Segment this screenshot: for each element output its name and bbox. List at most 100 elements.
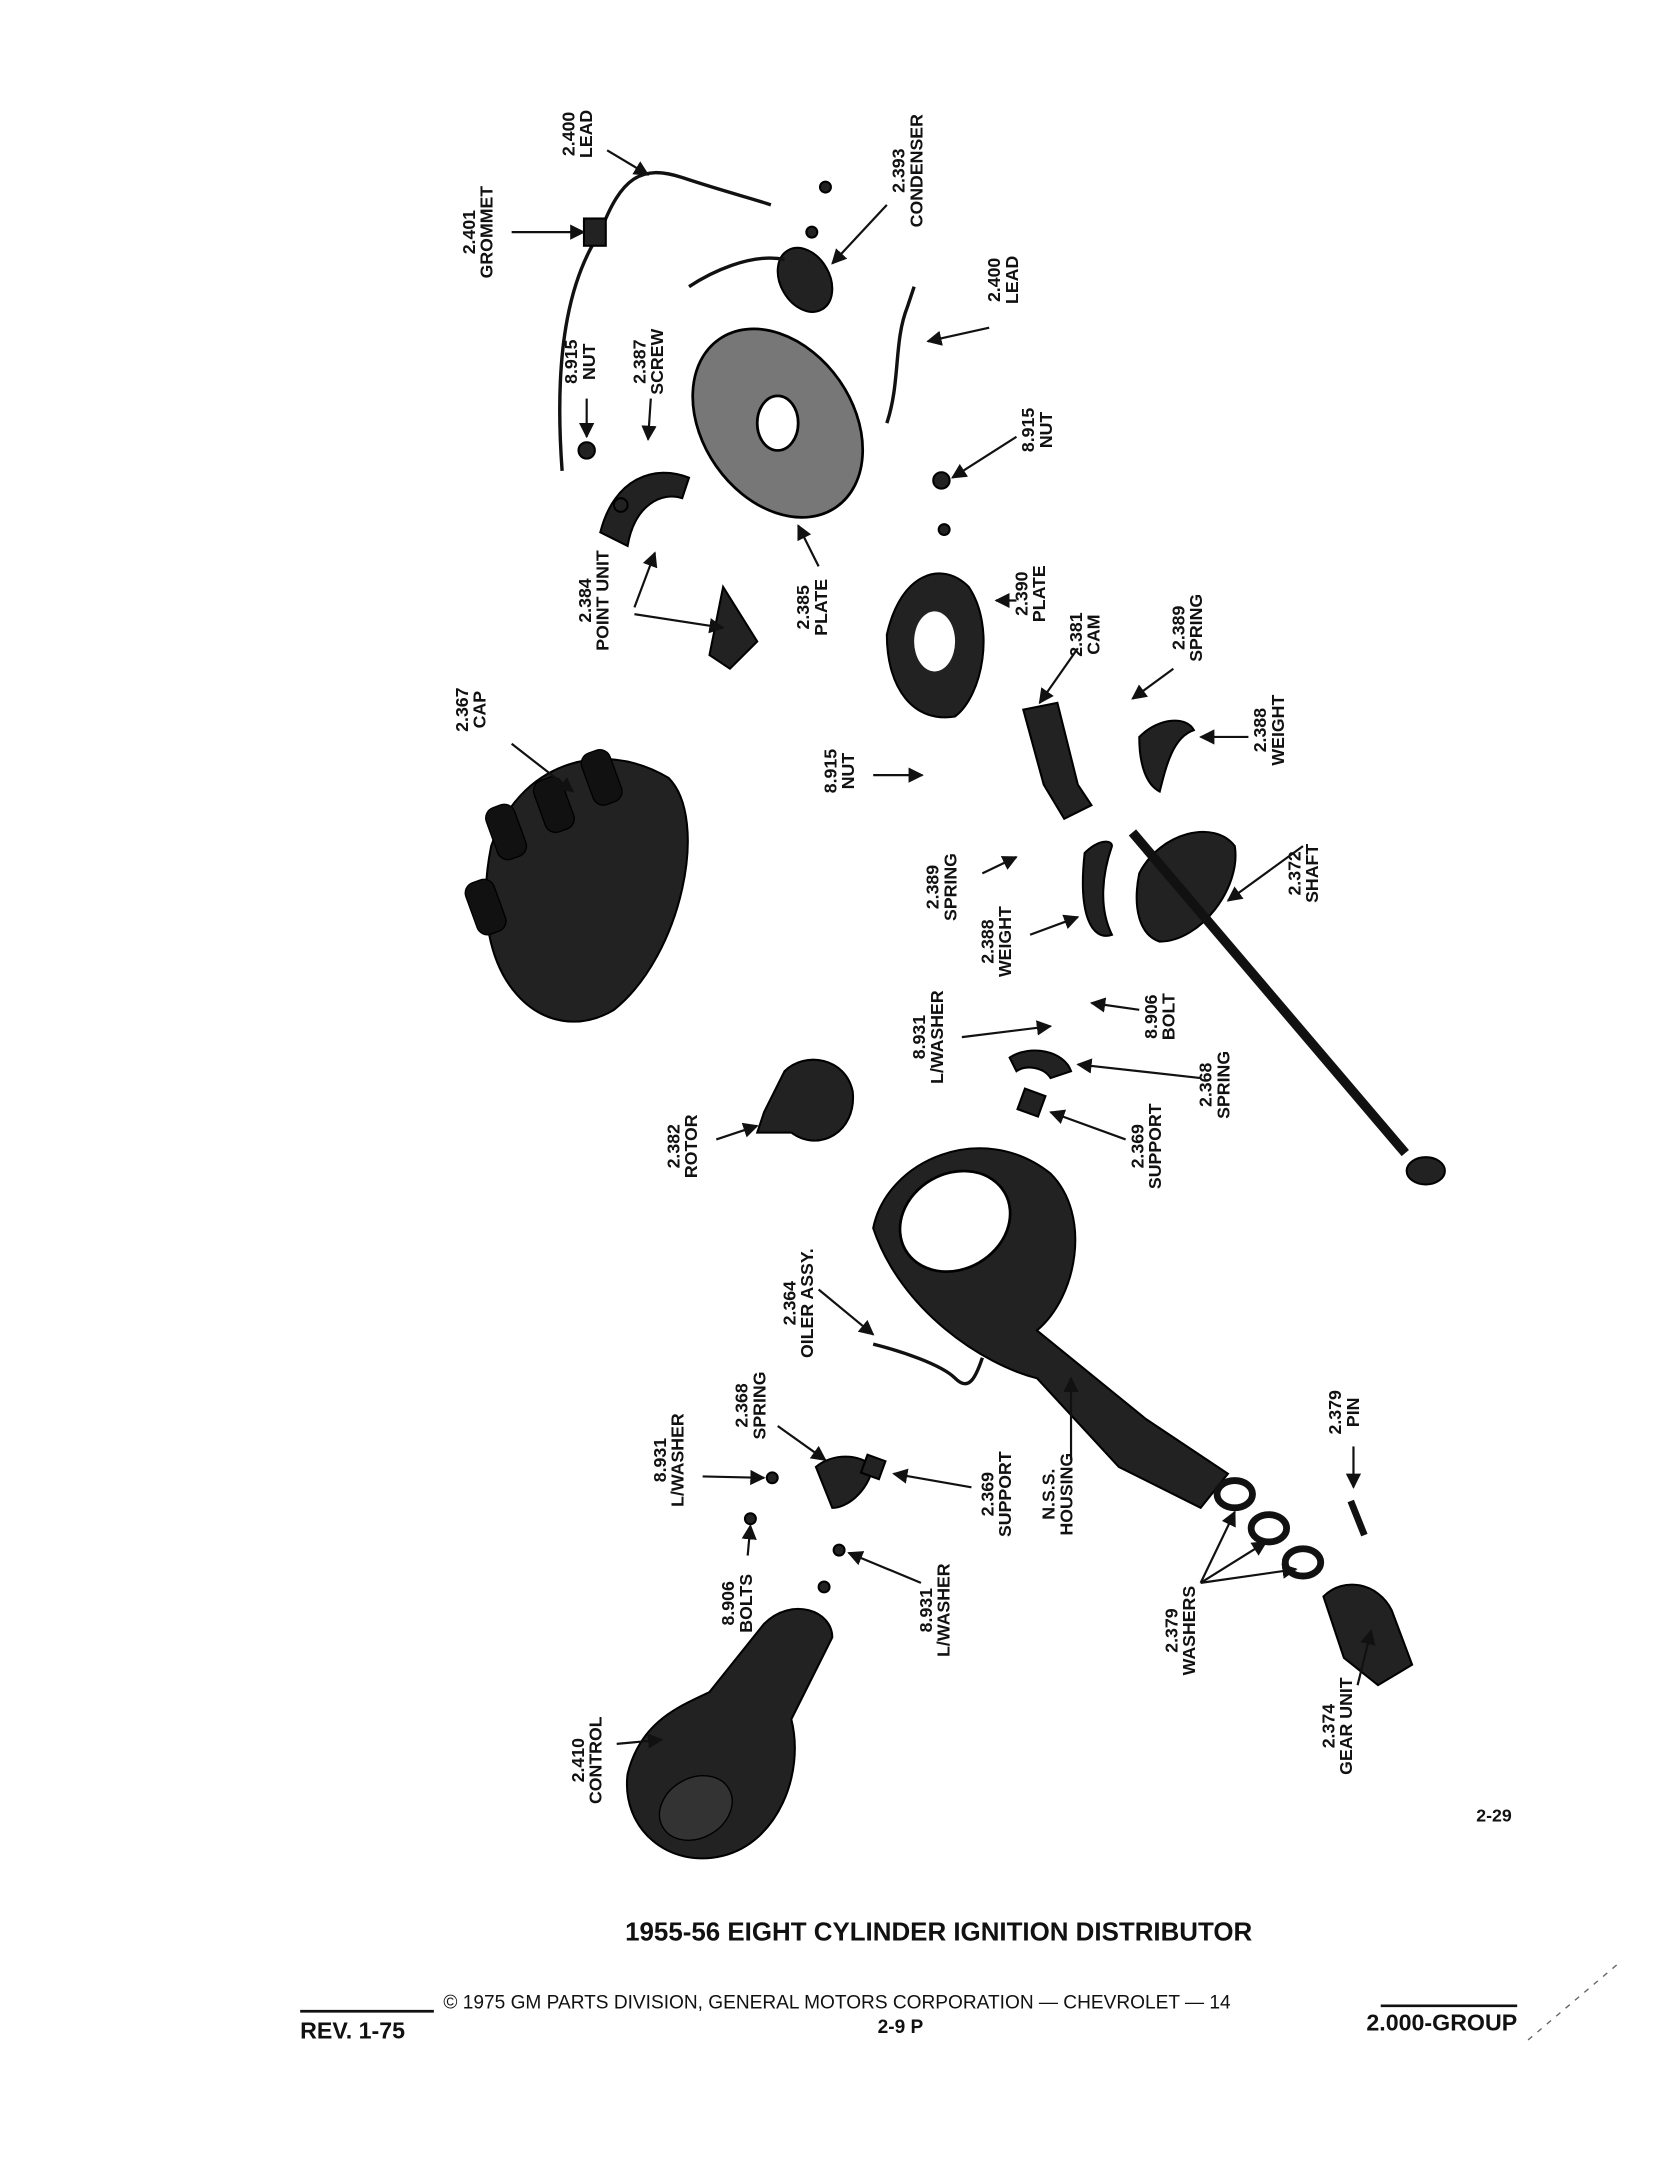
condenser: [776, 246, 834, 313]
part-number: 8.915: [561, 339, 581, 383]
lead-wire-2: [885, 286, 916, 424]
part-name: SPRING: [940, 853, 960, 921]
lead-wire: [558, 170, 772, 472]
part-number: 2.390: [1011, 571, 1031, 615]
callout-spring: 2.389SPRING: [1168, 594, 1206, 662]
callout-labels: 2.400LEAD2.401GROMMET2.393CONDENSER2.400…: [452, 110, 1363, 1804]
callout-plate: 2.390PLATE: [1011, 565, 1049, 622]
weight: [1138, 719, 1196, 794]
callout-nut: 8.915NUT: [1018, 408, 1056, 452]
part-number: 2.387: [629, 339, 649, 383]
part-name: NUT: [579, 343, 599, 380]
part-number: 8.915: [820, 749, 840, 793]
grommet: [582, 217, 607, 247]
part-name: LEAD: [1002, 256, 1022, 304]
part-number: 8.931: [650, 1438, 670, 1482]
callout-gear-unit: 2.374GEAR UNIT: [1318, 1677, 1356, 1775]
part-name: SPRING: [1186, 594, 1206, 662]
part-number: 2.388: [1250, 708, 1270, 752]
part-name: GEAR UNIT: [1336, 1677, 1356, 1775]
rotor: [755, 1058, 854, 1142]
callout-cap: 2.367CAP: [452, 687, 490, 731]
callout-screw: 2.387SCREW: [629, 328, 667, 394]
part-name: PLATE: [811, 579, 831, 636]
part-number: 2.400: [558, 112, 578, 156]
part-number: 2.393: [889, 148, 909, 192]
callout-l-washer: 8.931L/WASHER: [916, 1563, 954, 1657]
callout-spring: 2.389SPRING: [923, 853, 961, 921]
callout-rotor: 2.382ROTOR: [663, 1114, 701, 1178]
part-number: 8.906: [718, 1581, 738, 1625]
part-number: 2.388: [977, 919, 997, 963]
part-name: WEIGHT: [995, 906, 1015, 977]
page-reference: 2-29: [1476, 1806, 1512, 1826]
gear-unit: [1322, 1583, 1414, 1687]
part-name: OILER ASSY.: [797, 1248, 817, 1358]
copyright-line: © 1975 GM PARTS DIVISION, GENERAL MOTORS…: [443, 1993, 1231, 2014]
part-name: SHAFT: [1302, 844, 1322, 903]
support-2369: [1016, 1087, 1047, 1118]
part-number: 2.389: [1168, 605, 1188, 649]
callout-condenser: 2.393CONDENSER: [889, 114, 927, 227]
part-name: SPRING: [749, 1372, 769, 1440]
cam: [1022, 701, 1093, 821]
part-number: 2.400: [984, 258, 1004, 302]
callout-pin: 2.379PIN: [1325, 1390, 1363, 1434]
part-name: GROMMET: [477, 186, 497, 279]
part-number: 2.389: [923, 865, 943, 909]
callout-housing: N.S.S.HOUSING: [1039, 1453, 1077, 1536]
part-number: 2.368: [1196, 1063, 1216, 1107]
part-number: 8.931: [916, 1588, 936, 1632]
callout-nut: 8.915NUT: [820, 749, 858, 793]
part-number: 2.364: [779, 1281, 799, 1325]
distributor-cap: [484, 758, 689, 1023]
footer: © 1975 GM PARTS DIVISION, GENERAL MOTORS…: [300, 1964, 1618, 2044]
part-name: POINT UNIT: [593, 550, 613, 651]
part-name: SPRING: [1213, 1051, 1233, 1119]
spring-2368: [1008, 1049, 1073, 1080]
part-name: CONDENSER: [906, 114, 926, 227]
part-number: 2.381: [1066, 612, 1086, 656]
point-unit: [599, 471, 691, 548]
part-name: WASHERS: [1179, 1586, 1199, 1676]
part-name: CAM: [1084, 614, 1104, 654]
part-number: 2.379: [1161, 1608, 1181, 1652]
part-name: LEAD: [576, 110, 596, 158]
part-number: N.S.S.: [1039, 1469, 1059, 1520]
parts-illustration: [464, 170, 1446, 1860]
callout-spring: 2.368SPRING: [1196, 1051, 1234, 1119]
part-number: 2.367: [452, 687, 472, 731]
part-name: HOUSING: [1056, 1453, 1076, 1536]
shaft: [1128, 829, 1409, 1157]
callout-lead: 2.400LEAD: [558, 110, 596, 158]
part-number: 2.368: [732, 1383, 752, 1427]
part-number: 8.931: [909, 1015, 929, 1059]
callout-grommet: 2.401GROMMET: [459, 186, 497, 279]
callout-plate: 2.385PLATE: [793, 579, 831, 636]
part-number: 8.906: [1141, 994, 1161, 1038]
callout-shaft: 2.372SHAFT: [1284, 844, 1322, 903]
part-number: 2.369: [1127, 1124, 1147, 1168]
callout-washers: 2.379WASHERS: [1161, 1586, 1199, 1676]
callout-bolts: 8.906BOLTS: [718, 1574, 756, 1633]
oiler: [872, 1342, 984, 1386]
callout-lead: 2.400LEAD: [984, 256, 1022, 304]
page-number: 2-9 P: [878, 2017, 924, 2038]
callout-oiler-assy-: 2.364OILER ASSY.: [779, 1248, 817, 1358]
part-name: WEIGHT: [1268, 695, 1288, 766]
callout-point-unit: 2.384POINT UNIT: [575, 550, 613, 651]
part-name: NUT: [1036, 412, 1056, 449]
part-name: PIN: [1343, 1398, 1363, 1428]
washer: [1247, 1511, 1291, 1546]
part-name: L/WASHER: [927, 990, 947, 1084]
washer: [1281, 1545, 1325, 1580]
callout-nut: 8.915NUT: [561, 339, 599, 383]
part-name: SCREW: [647, 328, 667, 394]
weight-2: [1081, 840, 1114, 937]
part-name: ROTOR: [681, 1114, 701, 1178]
part-number: 2.372: [1284, 851, 1304, 895]
callout-bolt: 8.906BOLT: [1141, 993, 1179, 1040]
support-2369-b: [859, 1453, 887, 1481]
part-name: NUT: [838, 753, 858, 790]
